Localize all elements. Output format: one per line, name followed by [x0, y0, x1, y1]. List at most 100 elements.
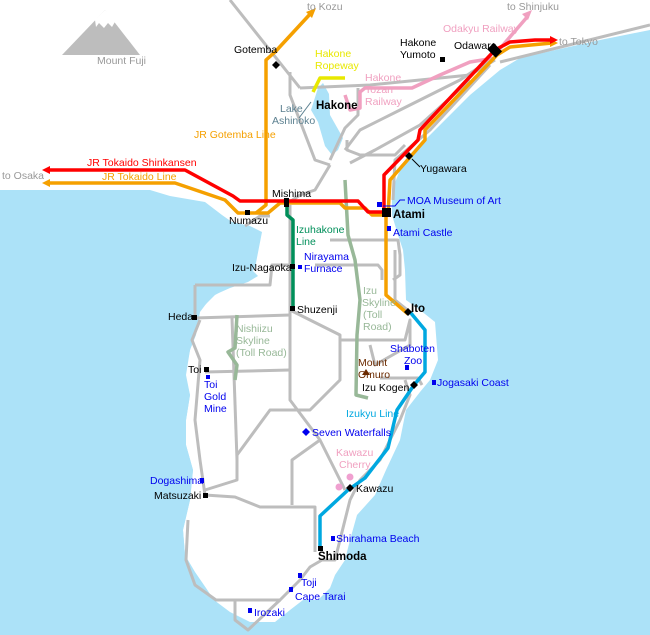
izuhakone-label-1: Izuhakone: [296, 224, 345, 236]
mishima-marker: [284, 198, 289, 207]
atami-castle-label: Atami Castle: [393, 227, 453, 239]
tozan-label-1: Hakone: [365, 72, 401, 84]
yugawara-label: Yugawara: [420, 163, 467, 175]
izu-kogen-marker: [410, 381, 418, 389]
matsuzaki-marker: [203, 493, 208, 498]
shirahama-label: Shirahama Beach: [336, 533, 420, 545]
shimoda-marker: [318, 546, 323, 551]
izu-skyline-label-3: (Toll: [363, 309, 382, 321]
nishiizu-label-1: Nishiizu: [236, 323, 273, 335]
lake-label-2: Ashinoko: [272, 115, 315, 127]
arrow-icon: [550, 36, 558, 44]
dogashima-label: Dogashima: [150, 475, 203, 487]
odawara-label: Odawara: [454, 40, 497, 52]
atami-marker: [382, 208, 391, 217]
gotemba-marker: [272, 61, 280, 69]
arrow-icon: [42, 179, 50, 187]
nirayama-label-1: Nirayama: [304, 251, 349, 263]
hakone-tozan-railway: [343, 56, 496, 112]
izu-nagaoka-label: Izu-Nagaoka: [232, 262, 292, 274]
omuro-label-1: Mount: [358, 357, 387, 369]
gotemba-label: Gotemba: [234, 44, 277, 56]
tozan-label-2: Tozan: [365, 84, 393, 96]
odawara-marker: [487, 42, 503, 58]
omuro-label-2: Omuro: [358, 369, 390, 381]
hakone-yumoto-marker: [440, 57, 445, 62]
to-tokyo-label: to Tokyo: [559, 36, 598, 48]
nishiizu-label-2: Skyline: [236, 335, 270, 347]
arrow-icon: [522, 10, 532, 20]
ito-marker: [404, 308, 412, 316]
izu-kogen-label: Izu Kogen: [362, 382, 409, 394]
toi-marker: [204, 367, 209, 372]
jogasaki-label: Jogasaki Coast: [437, 377, 509, 389]
yugawara-pointer: [411, 158, 421, 168]
heda-marker: [192, 315, 197, 320]
izu-skyline-road: [343, 179, 369, 400]
numazu-label: Numazu: [229, 215, 268, 227]
ropeway-label-2: Ropeway: [315, 60, 360, 72]
lake-ashinoko: [311, 83, 343, 155]
nishiizu-label-3: (Toll Road): [236, 347, 287, 359]
izuhakone-label-2: Line: [296, 236, 316, 248]
mountain-icon: [362, 369, 370, 375]
jr-ito-line: [384, 215, 410, 316]
ropeway-label-1: Hakone: [315, 48, 351, 60]
toi-gold-label-1: Toi: [204, 379, 217, 391]
izukyu-label: Izukyu Line: [346, 408, 399, 420]
izu-skyline-label-2: Skyline: [362, 297, 396, 309]
shaboten-label-2: Zoo: [404, 355, 422, 367]
mishima-label: Mishima: [272, 188, 311, 200]
irozaki-label: Irozaki: [254, 607, 285, 619]
heda-label: Heda: [168, 311, 193, 323]
toi-gold-label-3: Mine: [204, 403, 227, 415]
to-osaka-label: to Osaka: [2, 170, 44, 182]
hakone-yumoto-label-1: Hakone: [400, 37, 436, 49]
labels: Mount Fuji to Kozu to Shinjuku Odakyu Ra…: [2, 1, 598, 619]
cherry-blossom-icon: [346, 473, 354, 481]
station-markers: [192, 42, 503, 551]
kawazu-cherry-label-1: Kawazu: [336, 447, 374, 459]
to-shinjuku-label: to Shinjuku: [507, 1, 559, 13]
arrow-icon: [306, 8, 316, 18]
matsuzaki-label: Matsuzaki: [154, 490, 201, 502]
shaboten-label-1: Shaboten: [390, 343, 435, 355]
seven-waterfalls-label: Seven Waterfalls: [312, 427, 391, 439]
tozan-label-3: Railway: [365, 96, 403, 108]
lake-pointer: [298, 101, 312, 119]
numazu-marker: [245, 210, 250, 215]
izu-skyline-label-1: Izu: [363, 285, 377, 297]
toji-label: Toji: [301, 577, 317, 589]
toi-gold-label-2: Gold: [204, 391, 226, 403]
izu-nagaoka-marker: [290, 264, 295, 269]
nishiizu-skyline-road: [226, 314, 239, 381]
tokaido-line-label: JR Tokaido Line: [102, 171, 177, 183]
shinkansen-label: JR Tokaido Shinkansen: [87, 157, 197, 169]
hakone-label: Hakone: [316, 100, 358, 112]
izu-skyline-label-4: Road): [363, 321, 392, 333]
toi-label: Toi: [188, 364, 201, 376]
kawazu-label: Kawazu: [356, 483, 394, 495]
moa-label: MOA Museum of Art: [407, 195, 501, 207]
attraction-markers: [200, 199, 436, 613]
shimoda-label: Shimoda: [318, 551, 367, 563]
jr-tokaido-shinkansen: [48, 38, 552, 214]
cape-tarai-label: Cape Tarai: [295, 591, 346, 603]
to-kozu-label: to Kozu: [307, 1, 343, 13]
shuzenji-label: Shuzenji: [297, 304, 337, 316]
hakone-ropeway: [311, 76, 345, 93]
ito-label: Ito: [411, 303, 425, 315]
lake-label-1: Lake: [280, 103, 303, 115]
toll-roads: [226, 179, 369, 400]
cherry-blossom-icon: [335, 483, 343, 491]
waterfall-marker: [302, 428, 310, 436]
arrow-icon: [42, 166, 50, 174]
atami-label: Atami: [393, 209, 425, 221]
odakyu-label: Odakyu Railway: [443, 23, 520, 35]
mount-fuji-label: Mount Fuji: [97, 55, 146, 67]
nirayama-label-2: Furnace: [304, 263, 343, 275]
hakone-yumoto-label-2: Yumoto: [400, 49, 436, 61]
kawazu-cherry-label-2: Cherry: [339, 459, 371, 471]
shuzenji-marker: [290, 306, 295, 311]
